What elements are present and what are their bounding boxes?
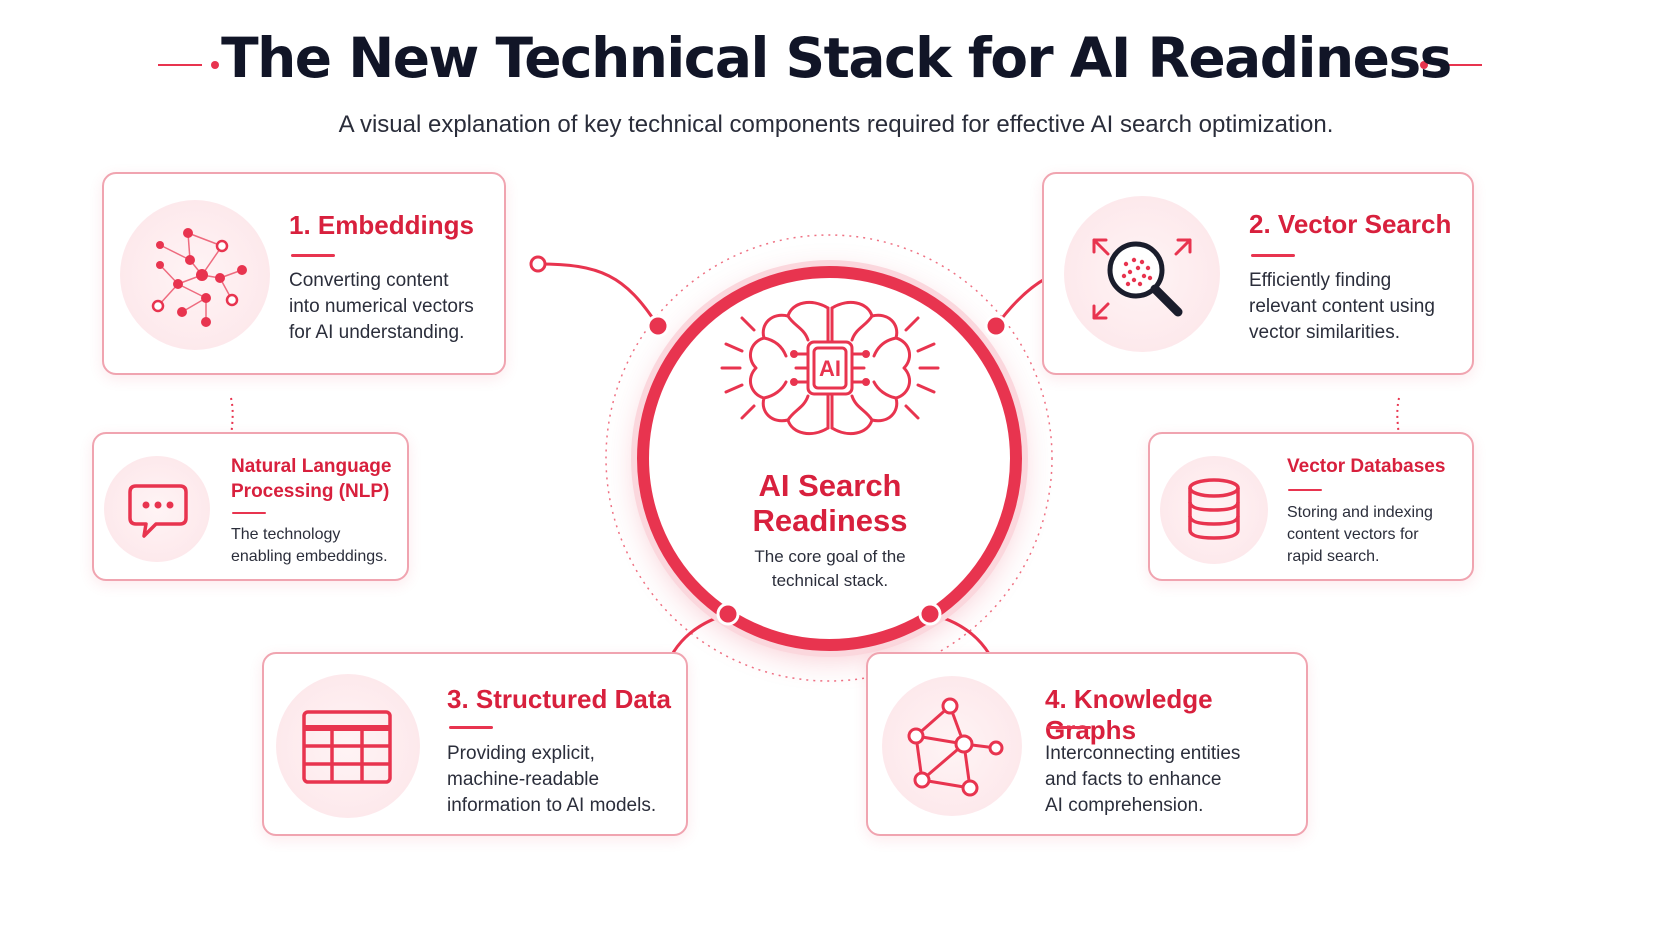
- table-grid-icon: [276, 674, 420, 818]
- network-dots-icon: [120, 200, 270, 350]
- card-rule: [291, 254, 335, 257]
- card-structured-data: 3. Structured Data Providing explicit, m…: [262, 652, 688, 836]
- page-subtitle: A visual explanation of key technical co…: [338, 111, 1334, 138]
- card-description: Providing explicit, machine-readable inf…: [447, 743, 657, 816]
- center-title: AI Search Readiness: [752, 468, 908, 538]
- card-nlp: Natural Language Processing (NLP) The te…: [92, 432, 409, 581]
- card-rule: [1288, 489, 1322, 491]
- card-title: Vector Databases: [1287, 456, 1446, 477]
- chip-label: AI: [819, 356, 841, 381]
- card-title: Natural Language Processing (NLP): [231, 456, 392, 502]
- title-decoration-right-line: [1438, 64, 1482, 66]
- ring-dot: [918, 602, 942, 626]
- card-title: 3. Structured Data: [447, 684, 671, 714]
- title-decoration-left-line: [158, 64, 202, 66]
- center-description: The core goal of the technical stack.: [754, 547, 906, 590]
- magnifier-expand-icon: [1064, 196, 1220, 352]
- ring-dot: [716, 602, 740, 626]
- brain-chip-icon: AI: [720, 300, 940, 436]
- ring-dot: [984, 314, 1008, 338]
- card-description: Efficiently finding relevant content usi…: [1249, 270, 1435, 343]
- graph-nodes-icon: [882, 676, 1022, 816]
- card-vector-search: 2. Vector Search Efficiently finding rel…: [1042, 172, 1474, 375]
- card-description: Converting content into numerical vector…: [289, 270, 474, 343]
- database-icon: [1160, 456, 1268, 564]
- title-decoration-left-dot: [211, 61, 219, 69]
- card-description: Storing and indexing content vectors for…: [1287, 504, 1433, 565]
- card-rule: [1251, 254, 1295, 257]
- card-knowledge-graphs: 4. Knowledge Graphs Interconnecting enti…: [866, 652, 1308, 836]
- card-rule: [232, 512, 266, 514]
- page-title: The New Technical Stack for AI Readiness: [221, 26, 1452, 90]
- card-vector-databases: Vector Databases Storing and indexing co…: [1148, 432, 1474, 581]
- title-decoration-right-dot: [1420, 61, 1428, 69]
- card-title: 1. Embeddings: [289, 210, 474, 240]
- card-title: 4. Knowledge Graphs: [1045, 684, 1213, 745]
- card-title: 2. Vector Search: [1249, 209, 1452, 239]
- card-description: The technology enabling embeddings.: [231, 526, 388, 565]
- card-rule: [449, 726, 493, 729]
- ring-dot: [646, 314, 670, 338]
- card-description: Interconnecting entities and facts to en…: [1045, 743, 1241, 816]
- card-embeddings: 1. Embeddings Converting content into nu…: [102, 172, 506, 375]
- chat-bubble-icon: [104, 456, 210, 562]
- card-rule: [1047, 726, 1091, 729]
